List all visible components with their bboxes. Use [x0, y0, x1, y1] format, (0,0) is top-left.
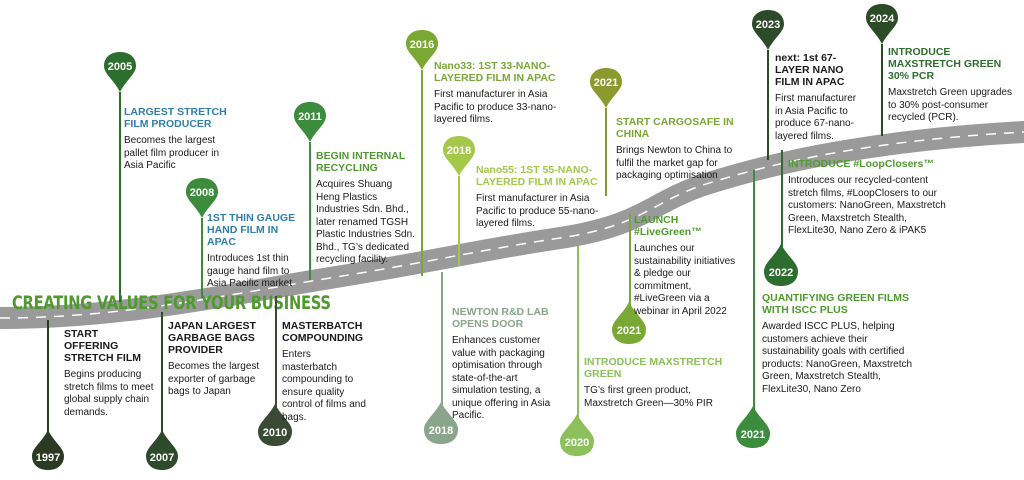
pin-stem	[119, 92, 121, 302]
milestone-2023: next: 1st 67-LAYER NANO FILM IN APAC Fir…	[775, 52, 860, 143]
milestone-body: Maxstretch Green upgrades to 30% post-co…	[888, 87, 1012, 123]
milestone-title: 1ST THIN GAUGE HAND FILM IN APAC	[207, 212, 296, 248]
banner-title: CREATING VALUES FOR YOUR BUSINESS	[12, 292, 331, 314]
milestone-body: First manufacturer in Asia Pacific to pr…	[476, 193, 599, 229]
milestone-2010: MASTERBATCH COMPOUNDING Enters masterbat…	[282, 320, 367, 424]
milestone-title: QUANTIFYING GREEN FILMS WITH ISCC PLUS	[762, 292, 909, 316]
year-label: 2018	[446, 145, 472, 157]
milestone-title: Nano55: 1ST 55-NANO-LAYERED FILM IN APAC	[476, 164, 598, 188]
pin-stem	[441, 272, 443, 414]
year-label: 2024	[869, 13, 895, 25]
year-label: 2018	[428, 425, 454, 437]
milestone-body: Introduces our recycled-content stretch …	[788, 175, 946, 236]
year-label: 2020	[564, 437, 590, 449]
milestone-title: next: 1st 67-LAYER NANO FILM IN APAC	[775, 52, 845, 88]
milestone-body: TG’s first green product, Maxstretch Gre…	[584, 385, 713, 409]
year-label: 1997	[35, 452, 61, 464]
milestone-2007: JAPAN LARGEST GARBAGE BAGS PROVIDER Beco…	[168, 320, 263, 399]
milestone-title: INTRODUCE #LoopClosers™	[788, 158, 934, 170]
milestone-title: INTRODUCE MAXSTRETCH GREEN	[584, 356, 723, 380]
pin-stem	[605, 108, 607, 196]
milestone-title: START OFFERING STRETCH FILM	[64, 328, 141, 364]
year-label: 2008	[189, 187, 215, 199]
year-label: 2005	[107, 61, 133, 73]
milestone-2008: 1ST THIN GAUGE HAND FILM IN APAC Introdu…	[207, 212, 297, 291]
pin-stem	[781, 150, 783, 256]
year-label: 2007	[149, 452, 175, 464]
milestone-2024: INTRODUCE MAXSTRETCH GREEN 30% PCR Maxst…	[888, 46, 1018, 125]
pin-stem	[767, 50, 769, 160]
pin-stem	[309, 142, 311, 280]
pin-stem	[161, 312, 163, 438]
pin-stem	[577, 246, 579, 426]
milestone-2011: BEGIN INTERNAL RECYCLING Acquires Shuang…	[316, 150, 416, 267]
milestone-2005: LARGEST STRETCH FILM PRODUCER Becomes th…	[124, 106, 234, 173]
pin-stem	[629, 214, 631, 314]
milestone-body: Acquires Shuang Heng Plastics Industries…	[316, 179, 415, 265]
milestone-title: LARGEST STRETCH FILM PRODUCER	[124, 106, 227, 130]
milestone-body: Begins producing stretch films to meet g…	[64, 369, 154, 418]
milestone-title: NEWTON R&D LAB OPENS DOOR	[452, 306, 549, 330]
year-label: 2011	[298, 111, 322, 123]
year-label: 2021	[740, 429, 766, 441]
milestone-title: Nano33: 1ST 33-NANO-LAYERED FILM IN APAC	[434, 60, 556, 84]
milestone-body: First manufacturer in Asia Pacific to pr…	[775, 93, 857, 142]
pin-stem	[275, 296, 277, 416]
milestone-2018-nano55: Nano55: 1ST 55-NANO-LAYERED FILM IN APAC…	[476, 164, 601, 231]
pin-stem	[458, 176, 460, 266]
pin-stem	[421, 70, 423, 276]
milestone-title: INTRODUCE MAXSTRETCH GREEN 30% PCR	[888, 46, 1002, 82]
milestone-title: START CARGOSAFE IN CHINA	[616, 116, 734, 140]
year-label: 2010	[262, 427, 288, 439]
milestone-body: First manufacturer in Asia Pacific to pr…	[434, 89, 557, 125]
milestone-title: JAPAN LARGEST GARBAGE BAGS PROVIDER	[168, 320, 256, 356]
milestone-2021-iscc: QUANTIFYING GREEN FILMS WITH ISCC PLUS A…	[762, 292, 922, 396]
milestone-title: LAUNCH #LiveGreen™	[634, 214, 702, 238]
milestone-2022: INTRODUCE #LoopClosers™ Introduces our r…	[788, 158, 948, 238]
milestone-2020: INTRODUCE MAXSTRETCH GREEN TG’s first gr…	[584, 356, 734, 410]
pin-stem	[753, 170, 755, 418]
milestone-1997: START OFFERING STRETCH FILM Begins produ…	[64, 328, 154, 419]
year-label: 2022	[768, 267, 794, 279]
year-label: 2023	[755, 19, 781, 31]
milestone-body: Enhances customer value with packaging o…	[452, 335, 551, 421]
year-label: 2021	[616, 325, 642, 337]
pin-stem	[47, 320, 49, 438]
year-label: 2021	[593, 77, 619, 89]
milestone-2021-livegreen: LAUNCH #LiveGreen™ Launches our sustaina…	[634, 214, 744, 318]
milestone-body: Brings Newton to China to fulfil the mar…	[616, 145, 733, 181]
pin-stem	[881, 44, 883, 136]
milestone-body: Awarded ISCC PLUS, helping customers ach…	[762, 321, 913, 395]
year-label: 2016	[409, 39, 435, 51]
milestone-body: Enters masterbatch compounding to ensure…	[282, 349, 366, 423]
pin-stem	[201, 218, 203, 298]
milestone-2016: Nano33: 1ST 33-NANO-LAYERED FILM IN APAC…	[434, 60, 564, 127]
milestone-title: MASTERBATCH COMPOUNDING	[282, 320, 364, 344]
milestone-title: BEGIN INTERNAL RECYCLING	[316, 150, 406, 174]
milestone-body: Becomes the largest pallet film producer…	[124, 135, 220, 171]
milestone-body: Becomes the largest exporter of garbage …	[168, 361, 260, 397]
milestone-body: Launches our sustainability initiatives …	[634, 243, 736, 317]
milestone-body: Introduces 1st thin gauge hand film to A…	[207, 253, 293, 289]
milestone-2018-lab: NEWTON R&D LAB OPENS DOOR Enhances custo…	[452, 306, 562, 423]
milestone-2021-cargosafe: START CARGOSAFE IN CHINA Brings Newton t…	[616, 116, 736, 183]
